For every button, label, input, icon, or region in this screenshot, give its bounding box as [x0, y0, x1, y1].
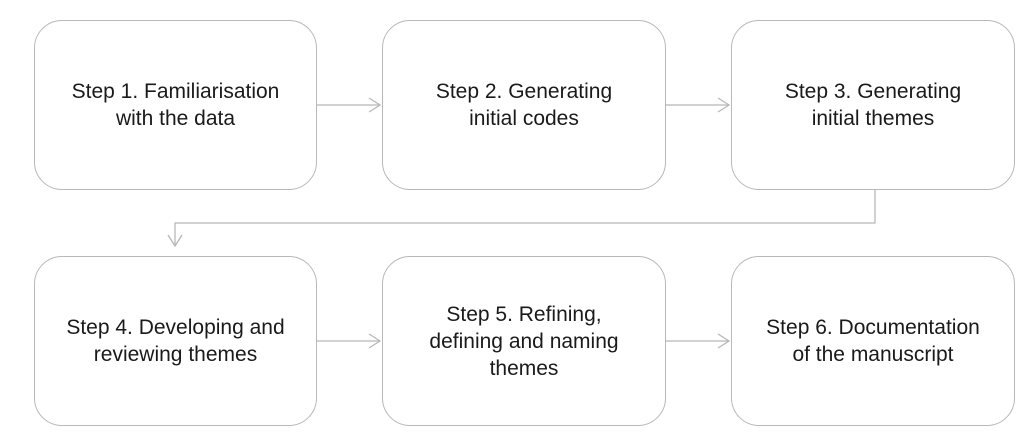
step-5-label: Step 5. Refining, defining and naming th… — [429, 302, 619, 380]
arrow-step1-to-step2 — [317, 97, 382, 113]
step-6-box: Step 6. Documentation of the manuscript — [731, 256, 1015, 426]
step-2-label: Step 2. Generating initial codes — [435, 80, 613, 130]
step-3-box: Step 3. Generating initial themes — [731, 20, 1015, 190]
step-1-label: Step 1. Familiarisation with the data — [71, 80, 280, 130]
step-4-label: Step 4. Developing and reviewing themes — [66, 316, 285, 366]
step-2-box: Step 2. Generating initial codes — [382, 20, 666, 190]
arrow-step5-to-step6 — [666, 333, 731, 349]
step-1-box: Step 1. Familiarisation with the data — [34, 20, 317, 190]
step-4-box: Step 4. Developing and reviewing themes — [34, 256, 317, 426]
arrow-step4-to-step5 — [317, 333, 382, 349]
step-3-label: Step 3. Generating initial themes — [784, 80, 962, 130]
step-6-label: Step 6. Documentation of the manuscript — [766, 316, 980, 366]
arrow-step2-to-step3 — [666, 97, 731, 113]
step-5-box: Step 5. Refining, defining and naming th… — [382, 256, 666, 426]
arrow-step3-to-step4 — [167, 190, 876, 248]
